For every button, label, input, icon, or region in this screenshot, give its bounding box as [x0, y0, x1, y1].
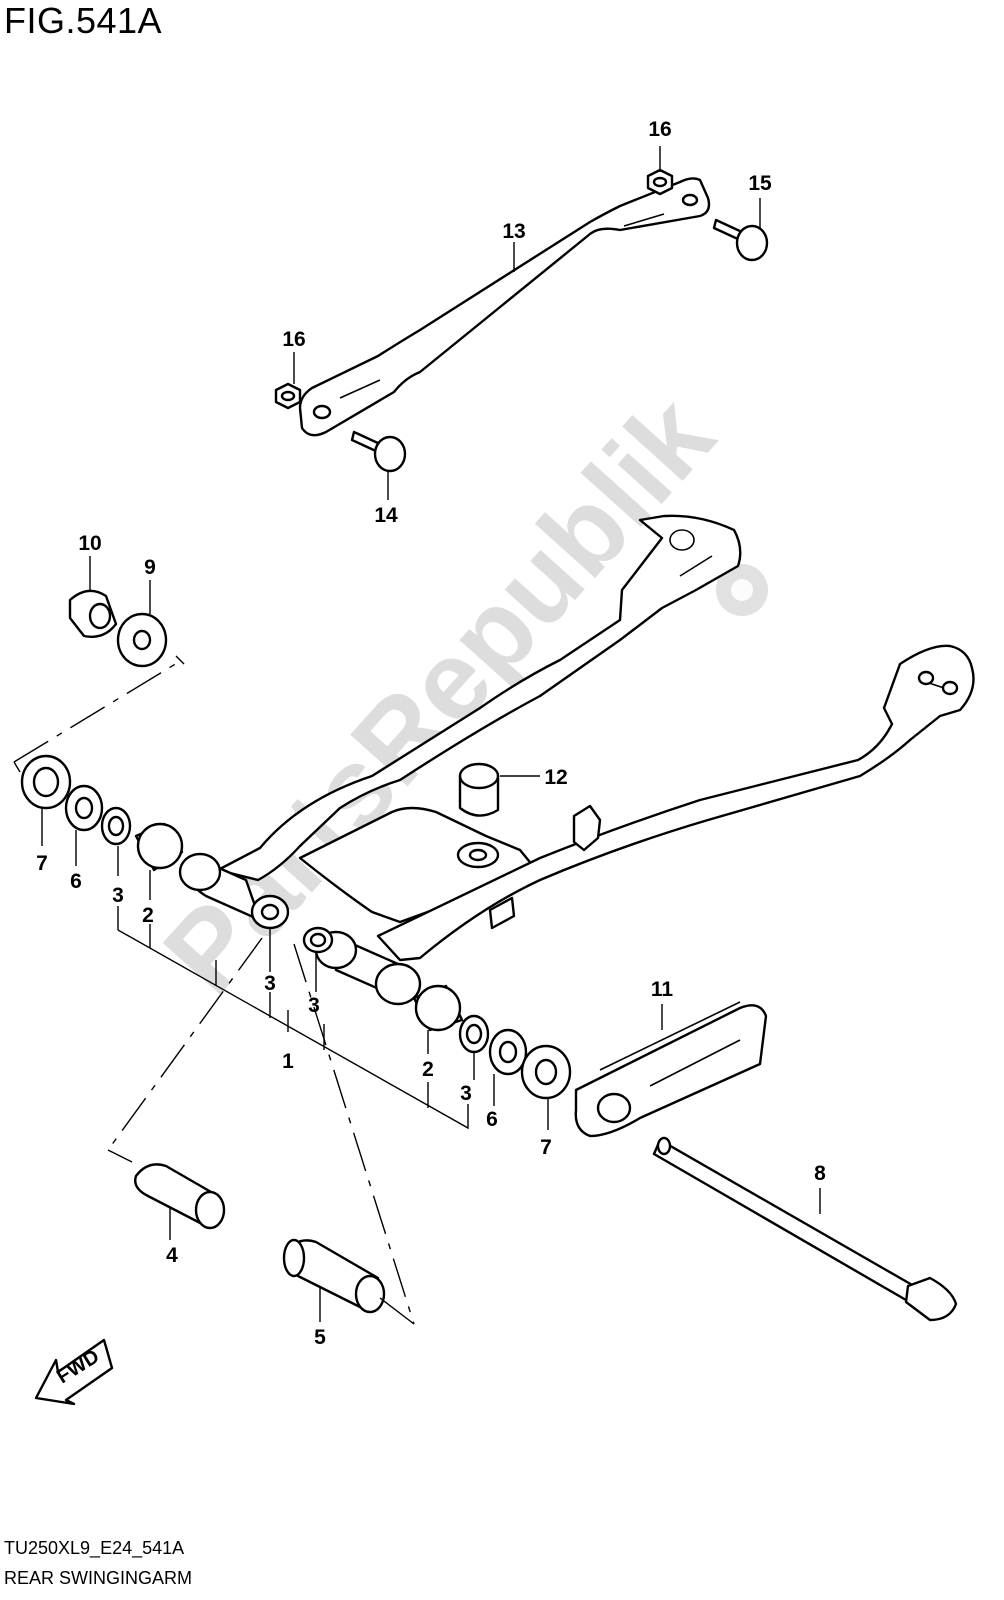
part-16-nut-upper	[646, 168, 674, 196]
part-2-spacer-left	[134, 822, 184, 872]
callout-5: 5	[314, 1326, 326, 1349]
callout-7: 7	[540, 1136, 552, 1159]
part-13-stay	[298, 177, 711, 437]
callout-14: 14	[374, 504, 398, 527]
part-10-nut	[68, 589, 118, 638]
part-2-spacer-right	[412, 984, 464, 1032]
part-3-bearing-left	[100, 806, 132, 846]
part-6-washer-left	[64, 784, 104, 832]
part-6-washer-right	[488, 1028, 528, 1076]
part-9-washer	[116, 612, 168, 668]
callout-16: 16	[282, 328, 305, 351]
part-14-bolt	[350, 430, 407, 473]
part-11-chain-guide	[574, 1001, 768, 1138]
gear-icon	[716, 564, 768, 616]
callout-3: 3	[264, 972, 276, 995]
callout-3: 3	[308, 994, 320, 1017]
part-1-swingarm	[178, 514, 975, 1006]
callout-2: 2	[422, 1058, 434, 1081]
callouts: 16 15 13 16 14 10 9 12 7 6 3 2 11 3 3 1 …	[36, 118, 826, 1349]
callout-7: 7	[36, 852, 48, 875]
part-12-cushion	[458, 762, 500, 817]
part-16-nut-lower	[274, 382, 302, 410]
figure-code: TU250XL9_E24_541A	[4, 1538, 185, 1558]
part-4-sleeve	[134, 1163, 226, 1230]
callout-6: 6	[486, 1108, 498, 1131]
callout-6: 6	[70, 870, 82, 893]
callout-2: 2	[142, 904, 154, 927]
callout-3: 3	[460, 1082, 472, 1105]
leader-lines	[13, 146, 821, 1325]
callout-9: 9	[144, 556, 156, 579]
part-7-seal-right	[520, 1044, 572, 1100]
callout-8: 8	[814, 1162, 826, 1185]
part-7-seal-left	[20, 754, 72, 810]
figure-caption: REAR SWINGINGARM	[4, 1568, 193, 1588]
callout-15: 15	[748, 172, 772, 195]
callout-16: 16	[648, 118, 671, 141]
part-5-sleeve	[282, 1238, 386, 1314]
callout-12: 12	[544, 766, 567, 789]
part-15-bolt	[712, 218, 769, 262]
fwd-arrow: FWD	[34, 1338, 114, 1406]
part-3-bearing-right	[458, 1014, 490, 1054]
callout-13: 13	[502, 220, 525, 243]
callout-3: 3	[112, 884, 124, 907]
figure-title: FIG.541A	[4, 0, 163, 41]
callout-1: 1	[282, 1050, 294, 1073]
callout-10: 10	[78, 532, 101, 555]
part-8-pivot-bolt	[652, 1136, 958, 1322]
callout-11: 11	[651, 978, 674, 1001]
callout-4: 4	[166, 1244, 178, 1267]
